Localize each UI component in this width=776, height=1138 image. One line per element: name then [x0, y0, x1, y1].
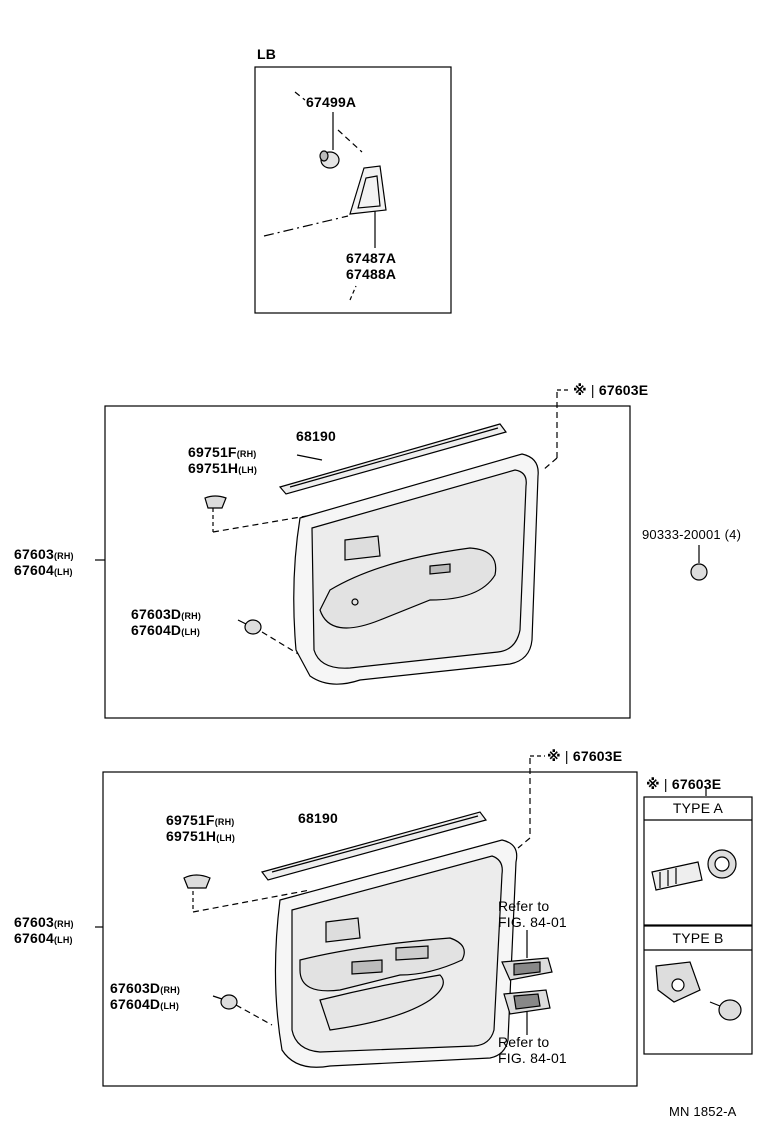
clip-f-part: 69751F [166, 812, 215, 828]
pin-rh-part: 67603D [110, 980, 161, 996]
clip-h-part: 69751H [188, 460, 239, 476]
lb-part-b1-label: 67487A [346, 250, 397, 266]
refer-a-line2: FIG. 84-01 [498, 914, 567, 930]
type-b-fastener-icon [655, 961, 742, 1021]
refer-b-line2: FIG. 84-01 [498, 1050, 567, 1066]
panel-one-pin-icon [237, 619, 262, 635]
panel-two-clip-f-label: 69751F(RH) [166, 812, 234, 830]
note-symbol: ※ [547, 748, 561, 764]
panel-one-strip-label: 68190 [296, 428, 336, 444]
type-a-fastener-icon [651, 849, 737, 891]
clip-h-part: 69751H [166, 828, 217, 844]
lh-suffix: (LH) [53, 935, 73, 945]
diagram-code: MN 1852-A [669, 1104, 737, 1119]
type-b-box [643, 925, 753, 1055]
panel-two-board-lh-label: 67604(LH) [14, 930, 73, 948]
panel-one-clip-f-label: 69751F(RH) [188, 444, 256, 462]
panel-two-moulding-strip-icon [260, 811, 488, 881]
panel-two-pin-rh-label: 67603D(RH) [110, 980, 180, 998]
rh-suffix: (RH) [53, 919, 74, 929]
side-note-label: ※ | 67603E [646, 776, 722, 792]
lh-suffix: (LH) [181, 627, 201, 637]
lh-suffix: (LH) [238, 465, 258, 475]
lb-part-a-label: 67499A [306, 94, 357, 110]
board-lh-part: 67604 [14, 562, 54, 578]
lb-garnish-icon [349, 165, 387, 215]
lh-suffix: (LH) [216, 833, 236, 843]
note-symbol: ※ [573, 382, 587, 398]
panel-one-door-board-icon [293, 453, 539, 685]
lb-title: LB [257, 46, 277, 62]
board-lh-part: 67604 [14, 930, 54, 946]
switch-bezel-upper-icon [501, 957, 553, 981]
note-part: 67603E [572, 748, 623, 764]
rh-suffix: (RH) [181, 611, 202, 621]
type-a-heading: TYPE A [672, 800, 724, 816]
panel-one-frame [104, 405, 631, 719]
note-part: 67603E [598, 382, 649, 398]
panel-two-pin-lh-label: 67604D(LH) [110, 996, 179, 1014]
panel-two-frame [102, 771, 638, 1087]
panel-one-clip-icon [204, 495, 227, 509]
panel-one-pin-rh-label: 67603D(RH) [131, 606, 201, 624]
note-symbol: ※ [646, 776, 660, 792]
lh-suffix: (LH) [53, 567, 73, 577]
lb-frame [254, 66, 452, 314]
panel-two-clip-h-label: 69751H(LH) [166, 828, 235, 846]
pin-lh-part: 67604D [110, 996, 161, 1012]
lb-clip-icon [319, 150, 340, 169]
refer-a-line1: Refer to [498, 898, 550, 914]
panel-two-note-label: ※ | 67603E [547, 748, 623, 764]
board-rh-part: 67603 [14, 546, 54, 562]
lb-part-b2-label: 67488A [346, 266, 397, 282]
panel-one-board-lh-label: 67604(LH) [14, 562, 73, 580]
panel-one-plug-icon [690, 563, 708, 581]
panel-one-pin-lh-label: 67604D(LH) [131, 622, 200, 640]
pin-lh-part: 67604D [131, 622, 182, 638]
switch-bezel-lower-icon [503, 989, 551, 1015]
pin-rh-part: 67603D [131, 606, 182, 622]
type-a-box [643, 796, 753, 926]
lh-suffix: (LH) [160, 1001, 180, 1011]
rh-suffix: (RH) [236, 449, 257, 459]
panel-two-pin-icon [212, 994, 238, 1010]
panel-one-clip-h-label: 69751H(LH) [188, 460, 257, 478]
panel-two-strip-label: 68190 [298, 810, 338, 826]
panel-one-moulding-strip-icon [278, 423, 508, 495]
note-part: 67603E [671, 776, 722, 792]
type-b-heading: TYPE B [672, 930, 724, 946]
refer-b-line1: Refer to [498, 1034, 550, 1050]
board-rh-part: 67603 [14, 914, 54, 930]
panel-one-note-label: ※ | 67603E [573, 382, 649, 398]
panel-two-clip-icon [183, 874, 211, 889]
rh-suffix: (RH) [160, 985, 181, 995]
clip-f-part: 69751F [188, 444, 237, 460]
panel-two-door-board-icon [274, 839, 518, 1068]
rh-suffix: (RH) [53, 551, 74, 561]
panel-one-board-rh-label: 67603(RH) [14, 546, 74, 564]
panel-one-plug-label: 90333-20001 (4) [642, 527, 742, 542]
panel-two-board-rh-label: 67603(RH) [14, 914, 74, 932]
rh-suffix: (RH) [214, 817, 235, 827]
